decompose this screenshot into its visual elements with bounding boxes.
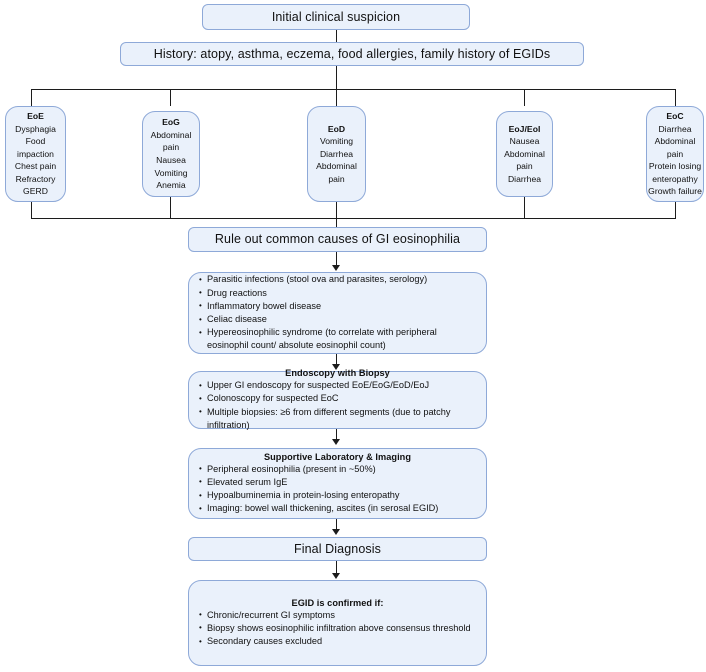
connector-differentials-to-endoscopy	[336, 354, 338, 367]
arrowhead-ruleout-to-differentials	[332, 265, 340, 271]
node-differential-diagnoses: Parasitic infections (stool ova and para…	[188, 272, 487, 354]
connector-branchbar-to-eog	[170, 89, 172, 106]
list-item: Inflammatory bowel disease	[199, 299, 477, 313]
list-item: Hypereosinophilic syndrome (to correlate…	[199, 326, 477, 352]
list-item: Multiple biopsies: ≥6 from different seg…	[199, 405, 477, 432]
subtype-symptom: Abdominal	[504, 148, 545, 159]
node-rule-out-common-causes: Rule out common causes of GI eosinophili…	[188, 227, 487, 252]
node-initial-label: Initial clinical suspicion	[271, 9, 401, 24]
subtype-symptom: pain	[516, 161, 533, 172]
connector-branchbar-to-eod	[336, 89, 338, 106]
subtype-symptom: Diarrhea	[319, 148, 354, 159]
node-subtype-eoe: EoE Dysphagia Food impaction Chest pain …	[5, 106, 66, 202]
subtype-symptom: Growth failure	[648, 186, 702, 197]
node-subtype-eog: EoG Abdominal pain Nausea Vomiting Anemi…	[142, 111, 200, 197]
list-item: Peripheral eosinophilia (present in ~50%…	[199, 462, 477, 476]
arrowhead-differentials-to-endoscopy	[332, 364, 340, 370]
connector-eoc-to-mergebar	[675, 202, 677, 219]
list-item: Upper GI endoscopy for suspected EoE/EoG…	[199, 379, 477, 392]
connector-branchbar-to-eoj	[524, 89, 526, 106]
subtype-symptom: pain	[328, 173, 345, 184]
arrowhead-labs-to-final-diagnosis	[332, 529, 340, 535]
labs-list: Peripheral eosinophilia (present in ~50%…	[189, 462, 486, 516]
connector-final-diagnosis-to-confirmation	[336, 561, 338, 576]
list-item: Drug reactions	[199, 286, 477, 300]
list-item: Parasitic infections (stool ova and para…	[199, 273, 477, 286]
connector-eoe-to-mergebar	[31, 202, 33, 219]
differentials-list: Parasitic infections (stool ova and para…	[189, 273, 486, 352]
connector-branchbar-to-eoe	[31, 89, 33, 106]
subtype-symptom: Anemia	[156, 180, 186, 191]
connector-eog-to-mergebar	[170, 197, 172, 219]
subtype-code-eog: EoG	[162, 117, 180, 128]
connector-endoscopy-to-labs	[336, 429, 338, 442]
subtype-symptom: enteropathy	[652, 173, 698, 184]
subtype-symptom: impaction	[17, 148, 54, 159]
node-supportive-laboratory-imaging: Supportive Laboratory & Imaging Peripher…	[188, 448, 487, 519]
node-initial-clinical-suspicion: Initial clinical suspicion	[202, 4, 470, 30]
node-history: History: atopy, asthma, eczema, food all…	[120, 42, 584, 66]
list-item: Hypoalbuminemia in protein-losing entero…	[199, 488, 477, 502]
node-subtype-eoj-eoi: EoJ/EoI Nausea Abdominal pain Diarrhea	[496, 111, 553, 197]
subtype-symptom: Abdominal	[316, 161, 357, 172]
subtype-code-eod: EoD	[327, 123, 346, 134]
labs-heading: Supportive Laboratory & Imaging	[263, 451, 412, 462]
list-item: Imaging: bowel wall thickening, ascites …	[199, 502, 477, 515]
confirmation-heading: EGID is confirmed if:	[291, 597, 384, 608]
node-final-diagnosis: Final Diagnosis	[188, 537, 487, 561]
subtype-symptom: Vomiting	[154, 167, 188, 178]
list-item: Celiac disease	[199, 312, 477, 326]
connector-ruleout-to-differentials	[336, 252, 338, 267]
list-item: Colonoscopy for suspected EoC	[199, 392, 477, 405]
node-endoscopy-with-biopsy: Endoscopy with Biopsy Upper GI endoscopy…	[188, 368, 487, 432]
list-item: Biopsy shows eosinophilic infiltration a…	[199, 621, 477, 635]
node-rule-out-label: Rule out common causes of GI eosinophili…	[214, 232, 461, 246]
subtype-symptom: pain	[162, 142, 180, 153]
subtype-symptom: Chest pain	[14, 161, 57, 172]
list-item: Elevated serum IgE	[199, 475, 477, 489]
subtype-symptom: pain	[666, 148, 684, 159]
node-history-label: History: atopy, asthma, eczema, food all…	[153, 46, 551, 61]
arrowhead-final-diagnosis-to-confirmation	[332, 573, 340, 579]
subtype-symptom: Diarrhea	[658, 123, 692, 134]
subtype-symptom: Nausea	[156, 155, 186, 165]
subtype-symptom: Abdominal	[654, 136, 696, 147]
connector-initial-to-history	[336, 30, 338, 42]
list-item: Secondary causes excluded	[199, 635, 477, 648]
subtype-symptom: GERD	[23, 186, 48, 197]
subtype-code-eoj-eoi: EoJ/EoI	[508, 123, 541, 134]
connector-labs-to-final-diagnosis	[336, 519, 338, 532]
subtype-symptom: Vomiting	[319, 136, 354, 147]
subtype-symptom: Dysphagia	[15, 123, 56, 134]
connector-mergebar-to-ruleout	[336, 218, 338, 227]
subtype-symptom: Refractory	[15, 173, 56, 184]
branch-bar-top	[31, 89, 676, 91]
subtype-symptom: Nausea	[509, 136, 540, 147]
connector-eod-to-mergebar	[336, 202, 338, 219]
subtype-code-eoe: EoE	[27, 110, 44, 121]
subtype-symptom: Abdominal	[150, 129, 192, 140]
endoscopy-list: Upper GI endoscopy for suspected EoE/EoG…	[189, 379, 486, 432]
connector-history-to-branchbar	[336, 66, 338, 89]
endoscopy-heading: Endoscopy with Biopsy	[285, 368, 390, 379]
subtype-symptom: Diarrhea	[507, 173, 542, 184]
confirmation-list: Chronic/recurrent GI symptoms Biopsy sho…	[189, 608, 486, 649]
arrowhead-endoscopy-to-labs	[332, 439, 340, 445]
node-subtype-eoc: EoC Diarrhea Abdominal pain Protein losi…	[646, 106, 704, 202]
subtype-symptom: Protein losing	[648, 161, 702, 172]
merge-bar-bottom	[31, 218, 676, 220]
connector-branchbar-to-eoc	[675, 89, 677, 106]
node-subtype-eod: EoD Vomiting Diarrhea Abdominal pain	[307, 106, 366, 202]
subtype-symptom: Food	[25, 136, 46, 147]
node-final-diagnosis-label: Final Diagnosis	[294, 541, 381, 556]
list-item: Chronic/recurrent GI symptoms	[199, 608, 477, 622]
subtype-code-eoc: EoC	[666, 110, 684, 121]
connector-eoj-to-mergebar	[524, 197, 526, 219]
node-egid-confirmation-criteria: EGID is confirmed if: Chronic/recurrent …	[188, 580, 487, 666]
